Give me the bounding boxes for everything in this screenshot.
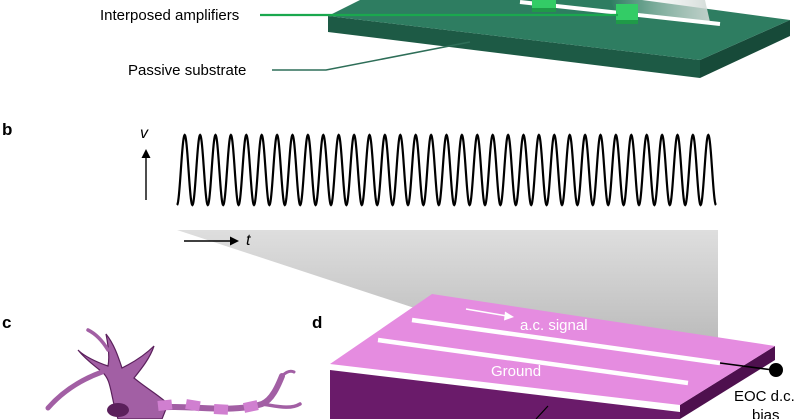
myelin-segments [157,399,260,415]
ground-label: Ground [491,363,542,380]
interposed-amplifiers-label: Interposed amplifiers [100,7,240,24]
neuron-illustration [45,328,302,419]
passive-substrate-label: Passive substrate [128,62,247,79]
amplifier-chip-2 [616,4,638,24]
electrode-pad [330,294,775,419]
neuron-branch-top [86,328,110,352]
signal-arrowhead [504,311,514,321]
signal-direction-arrow [465,308,508,317]
substrate-side [328,16,700,78]
y-axis-label: v [140,125,148,142]
bias-terminal [769,363,783,377]
substrate-leader-line [272,41,471,71]
substrate-front [700,20,790,78]
bias-label-line2: bias [752,407,780,419]
neuron-dendrites [77,333,169,419]
axon-terminal-1 [260,402,302,409]
pad-leader-line [535,405,549,419]
ac-signal-label: a.c. signal [520,317,588,334]
pad-top [330,294,775,405]
x-axis-label: t [246,232,251,249]
x-arrowhead [230,236,239,246]
pad-side-front [330,370,680,419]
panel-c-letter: c [2,313,12,332]
axon-terminal-2 [280,369,296,378]
ac-signal-trace [411,317,721,366]
passive-substrate [328,0,790,78]
ground-trace [377,337,689,386]
ac-waveform [176,133,717,207]
neuron-nucleus [107,403,129,417]
bias-wire [719,362,774,371]
pad-side-right [680,346,775,419]
panel-d-letter: d [312,313,323,332]
y-arrowhead [141,149,151,158]
neuron-branch-left [45,369,105,411]
amplifier-chip-1 [532,0,556,12]
panel-b-letter: b [2,120,13,139]
bias-label-line1: EOC d.c. [734,388,795,405]
